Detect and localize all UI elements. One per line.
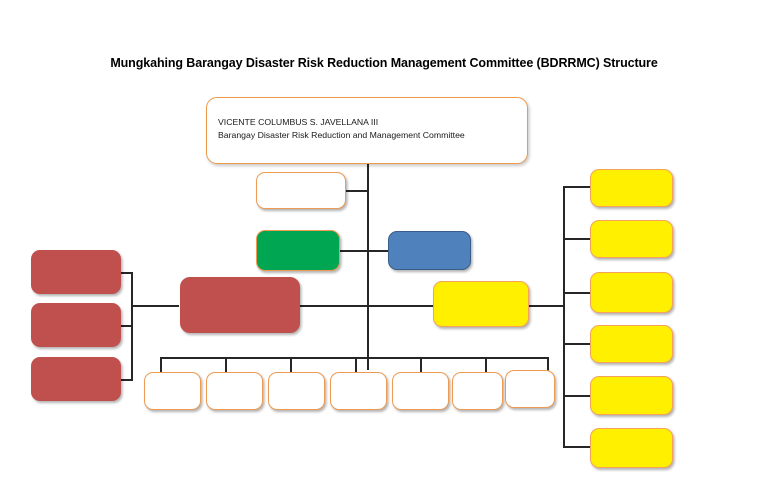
right-item-1[interactable] [590,169,673,207]
connector-right-item-3 [563,292,591,295]
right-item-3[interactable] [590,272,673,313]
node-blue-unit[interactable] [388,231,471,270]
connector-left-item-2 [118,325,133,328]
connector-bottom-drop-2 [225,357,228,374]
connector-bottom-drop-1 [160,357,163,374]
connector-bottom-drop-7 [547,357,550,374]
left-item-3[interactable] [31,357,121,401]
connector-bottom-bus [160,357,549,360]
bottom-item-3[interactable] [268,372,325,410]
connector-main-trunk [367,163,370,370]
bottom-item-6[interactable] [452,372,503,410]
connector-deputy-to-trunk [345,190,369,193]
bottom-item-4[interactable] [330,372,387,410]
node-center-red[interactable] [180,277,300,333]
left-item-1[interactable] [31,250,121,294]
node-deputy-blank[interactable] [256,172,346,209]
connector-right-item-4 [563,343,591,346]
connector-bottom-drop-4 [355,357,358,374]
connector-trunk-to-blue [367,250,391,253]
executive-role: Barangay Disaster Risk Reduction and Man… [218,129,465,140]
right-item-2[interactable] [590,220,673,258]
connector-right-item-6 [563,446,591,449]
connector-bottom-drop-5 [420,357,423,374]
right-item-5[interactable] [590,376,673,415]
right-item-6[interactable] [590,428,673,468]
bottom-item-5[interactable] [392,372,449,410]
connector-right-spine [563,186,566,446]
right-item-4[interactable] [590,325,673,363]
connector-bottom-drop-3 [290,357,293,374]
connector-green-to-trunk [338,250,369,253]
node-green-unit[interactable] [256,230,340,271]
page-title: Mungkahing Barangay Disaster Risk Reduct… [110,56,658,70]
left-item-2[interactable] [31,303,121,347]
node-center-yellow[interactable] [433,281,529,327]
connector-center-red-to-yellow [299,305,435,308]
bottom-item-2[interactable] [206,372,263,410]
bottom-item-7[interactable] [505,370,555,408]
connector-left-to-center-red [131,305,179,308]
connector-left-item-3 [118,379,133,382]
bottom-item-1[interactable] [144,372,201,410]
node-executive[interactable]: VICENTE COLUMBUS S. JAVELLANA III Barang… [206,97,528,164]
connector-yellow-to-right-spine [529,305,565,308]
connector-bottom-drop-6 [485,357,488,374]
executive-name: VICENTE COLUMBUS S. JAVELLANA III [218,117,379,127]
connector-left-item-1 [118,272,133,275]
connector-right-item-5 [563,395,591,398]
connector-right-item-1 [563,186,591,189]
connector-right-item-2 [563,238,591,241]
